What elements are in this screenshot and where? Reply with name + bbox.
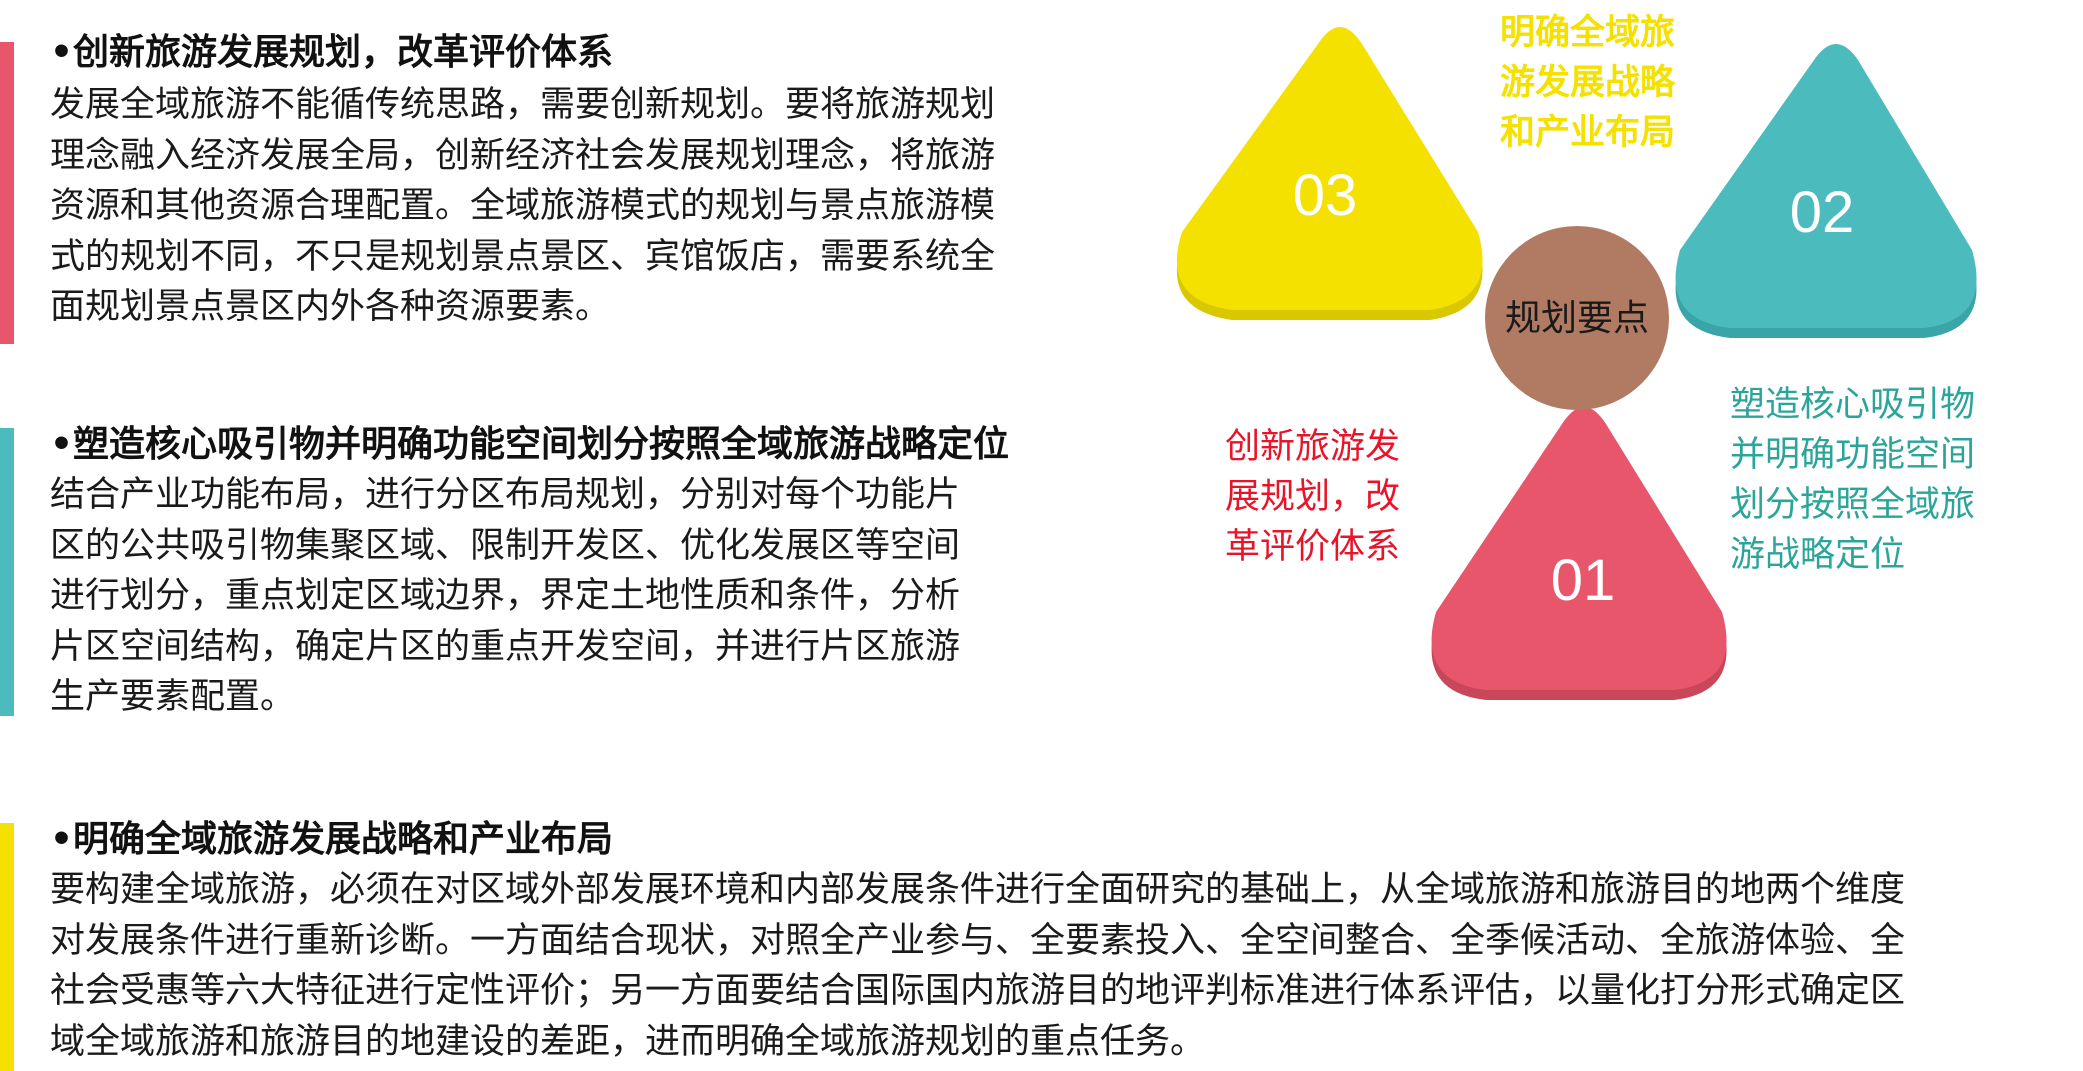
label-line: 明确全域旅 — [1500, 13, 1676, 53]
body-line: 生产要素配置。 — [50, 677, 296, 717]
accent-bar-yellow — [0, 823, 14, 1071]
body-line: 式的规划不同，不只是规划景点景区、宾馆饭店，需要系统全 — [50, 236, 996, 277]
body-line: 进行划分，重点划定区域边界，界定土地性质和条件，分析 — [50, 576, 961, 616]
planning-points-diagram: 03 02 01 规划要点 — [1176, 27, 1977, 700]
petal-02-shape — [1675, 44, 1977, 328]
body-line: 区的公共吸引物集聚区域、限制开发区、优化发展区等空间 — [50, 525, 961, 566]
body-line: 片区空间结构，确定片区的重点开发空间，并进行片区旅游 — [50, 626, 961, 667]
body-line: 资源和其他资源合理配置。全域旅游模式的规划与景点旅游模 — [50, 186, 996, 226]
petal-02-number: 02 — [1790, 180, 1855, 245]
label-line: 创新旅游发 — [1225, 427, 1401, 467]
body-line: 面规划景点景区内外各种资源要素。 — [50, 287, 611, 327]
body-line: 理念融入经济发展全局，创新经济社会发展规划理念，将旅游 — [50, 135, 996, 176]
petal-01-label: 创新旅游发 展规划，改 革评价体系 — [1225, 422, 1400, 572]
petal-01-number: 01 — [1551, 548, 1616, 613]
label-line: 划分按照全域旅 — [1730, 485, 1976, 525]
body-line: 结合产业功能布局，进行分区布局规划，分别对每个功能片 — [50, 475, 961, 515]
center-label: 规划要点 — [1505, 298, 1649, 339]
accent-bar-teal — [0, 428, 14, 716]
section-body: 要构建全域旅游，必须在对区域外部发展环境和内部发展条件进行全面研究的基础上，从全… — [50, 865, 1905, 1067]
label-line: 并明确功能空间 — [1730, 435, 1976, 475]
label-line: 游发展战略 — [1500, 63, 1676, 103]
section-body: 发展全域旅游不能循传统思路，需要创新规划。要将旅游规划 理念融入经济发展全局，创… — [50, 80, 995, 333]
body-line: 域全域旅游和旅游目的地建设的差距，进而明确全域旅游规划的重点任务。 — [50, 1021, 1206, 1062]
petal-03-label: 明确全域旅 游发展战略 和产业布局 — [1500, 8, 1675, 158]
label-line: 革评价体系 — [1225, 527, 1401, 567]
petal-01-shape — [1431, 407, 1727, 690]
section-title: •创新旅游发展规划，改革评价体系 — [50, 32, 614, 73]
label-line: 和产业布局 — [1500, 113, 1676, 153]
body-line: 要构建全域旅游，必须在对区域外部发展环境和内部发展条件进行全面研究的基础上，从全… — [50, 870, 1906, 910]
petal-03: 03 — [1176, 27, 1483, 320]
petal-01: 01 — [1431, 407, 1727, 700]
section-title: •塑造核心吸引物并明确功能空间划分按照全域旅游战略定位 — [50, 424, 1010, 465]
petal-02-label: 塑造核心吸引物 并明确功能空间 划分按照全域旅 游战略定位 — [1730, 380, 1975, 580]
petal-02: 02 — [1675, 44, 1977, 338]
center-hub: 规划要点 — [1485, 226, 1669, 410]
section-body: 结合产业功能布局，进行分区布局规划，分别对每个功能片 区的公共吸引物集聚区域、限… — [50, 470, 960, 723]
label-line: 展规划，改 — [1225, 477, 1401, 517]
body-line: 对发展条件进行重新诊断。一方面结合现状，对照全产业参与、全要素投入、全空间整合、… — [50, 920, 1906, 961]
body-line: 社会受惠等六大特征进行定性评价；另一方面要结合国际国内旅游目的地评判标准进行体系… — [50, 971, 1906, 1011]
section-title: •明确全域旅游发展战略和产业布局 — [50, 819, 614, 860]
center-circle — [1485, 226, 1669, 410]
label-line: 塑造核心吸引物 — [1730, 385, 1976, 425]
accent-bar-red — [0, 42, 14, 344]
label-line: 游战略定位 — [1730, 535, 1906, 575]
petal-03-shape — [1176, 27, 1483, 310]
body-line: 发展全域旅游不能循传统思路，需要创新规划。要将旅游规划 — [50, 85, 996, 125]
petal-03-number: 03 — [1293, 163, 1358, 228]
